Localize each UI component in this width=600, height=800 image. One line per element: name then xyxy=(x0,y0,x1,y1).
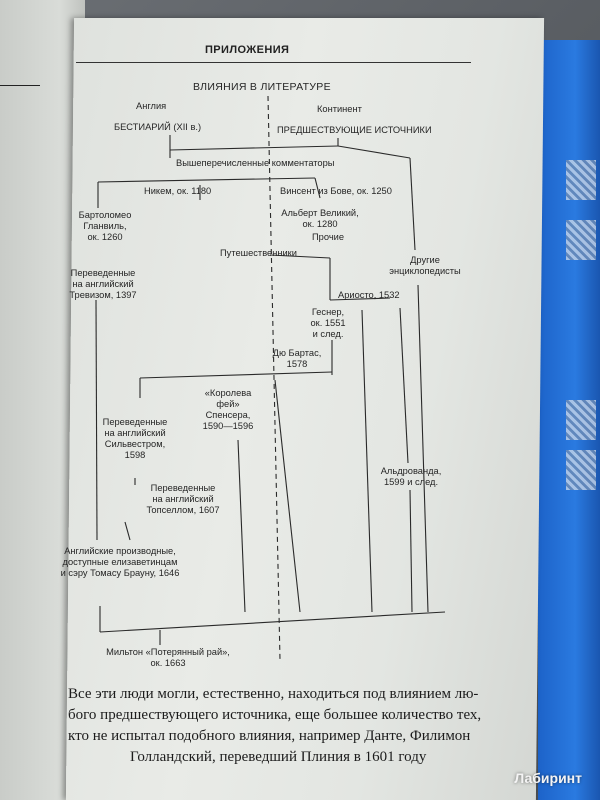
left-page-rule xyxy=(0,85,40,86)
paragraph-line: бого предшествующего источника, еще боль… xyxy=(68,707,482,723)
node-vincent: Винсент из Бове, ок. 1250 xyxy=(280,186,392,196)
node-aldrovandi: Альдрованда,1599 и след. xyxy=(380,466,442,487)
connector xyxy=(95,299,98,541)
header-rule xyxy=(76,62,471,64)
connector xyxy=(409,489,413,613)
cover-pattern xyxy=(566,220,596,260)
node-milton: Мильтон «Потерянный рай»,ок. 1663 xyxy=(106,647,230,668)
node-commentators: Вышеперечисленные комментаторы xyxy=(176,158,335,168)
node-du-bartas: Дю Бартас,1578 xyxy=(272,348,322,369)
paragraph-line: кто не испытал подобного влияния, наприм… xyxy=(68,728,471,744)
node-english-derivatives: Английские производные,доступные елизаве… xyxy=(60,546,180,578)
connector xyxy=(409,157,416,251)
node-ariosto: Ариосто, 1532 xyxy=(338,290,400,300)
connector xyxy=(399,307,409,464)
page-header: ПРИЛОЖЕНИЯ xyxy=(205,44,290,56)
label-continent: Континент xyxy=(317,104,362,114)
connector xyxy=(329,297,391,301)
connector xyxy=(97,177,316,183)
label-england: Англия xyxy=(136,101,167,111)
connector xyxy=(314,177,321,199)
node-travelers: Путешественники xyxy=(220,248,297,258)
connector xyxy=(337,145,411,159)
book-cover xyxy=(538,40,600,800)
connector xyxy=(237,439,246,613)
cover-pattern xyxy=(566,400,596,440)
connector xyxy=(361,309,373,613)
paragraph-line: Голландский, переведший Плиния в 1601 го… xyxy=(130,749,427,765)
node-bestiary: БЕСТИАРИЙ (XII в.) xyxy=(114,122,202,132)
paragraph-line: Все эти люди могли, естественно, находит… xyxy=(68,686,479,702)
connector xyxy=(274,379,301,613)
node-others: Прочие xyxy=(312,232,345,242)
diagram-title: ВЛИЯНИЯ В ЛИТЕРАТУРЕ xyxy=(193,81,331,93)
connector xyxy=(169,145,339,151)
node-albert: Альберт Великий,ок. 1280 xyxy=(281,208,359,229)
watermark-logo: Лабиринт xyxy=(514,770,582,786)
node-nickem: Никем, ок. 1180 xyxy=(144,186,212,196)
connector xyxy=(417,284,429,613)
connector xyxy=(139,371,333,379)
connector xyxy=(269,254,331,259)
connector xyxy=(124,521,131,541)
node-prior-sources: ПРЕДШЕСТВУЮЩИЕ ИСТОЧНИКИ xyxy=(277,125,432,135)
divider-line xyxy=(267,95,281,661)
cover-pattern xyxy=(566,450,596,490)
cover-pattern xyxy=(566,160,596,200)
connector xyxy=(99,611,446,633)
